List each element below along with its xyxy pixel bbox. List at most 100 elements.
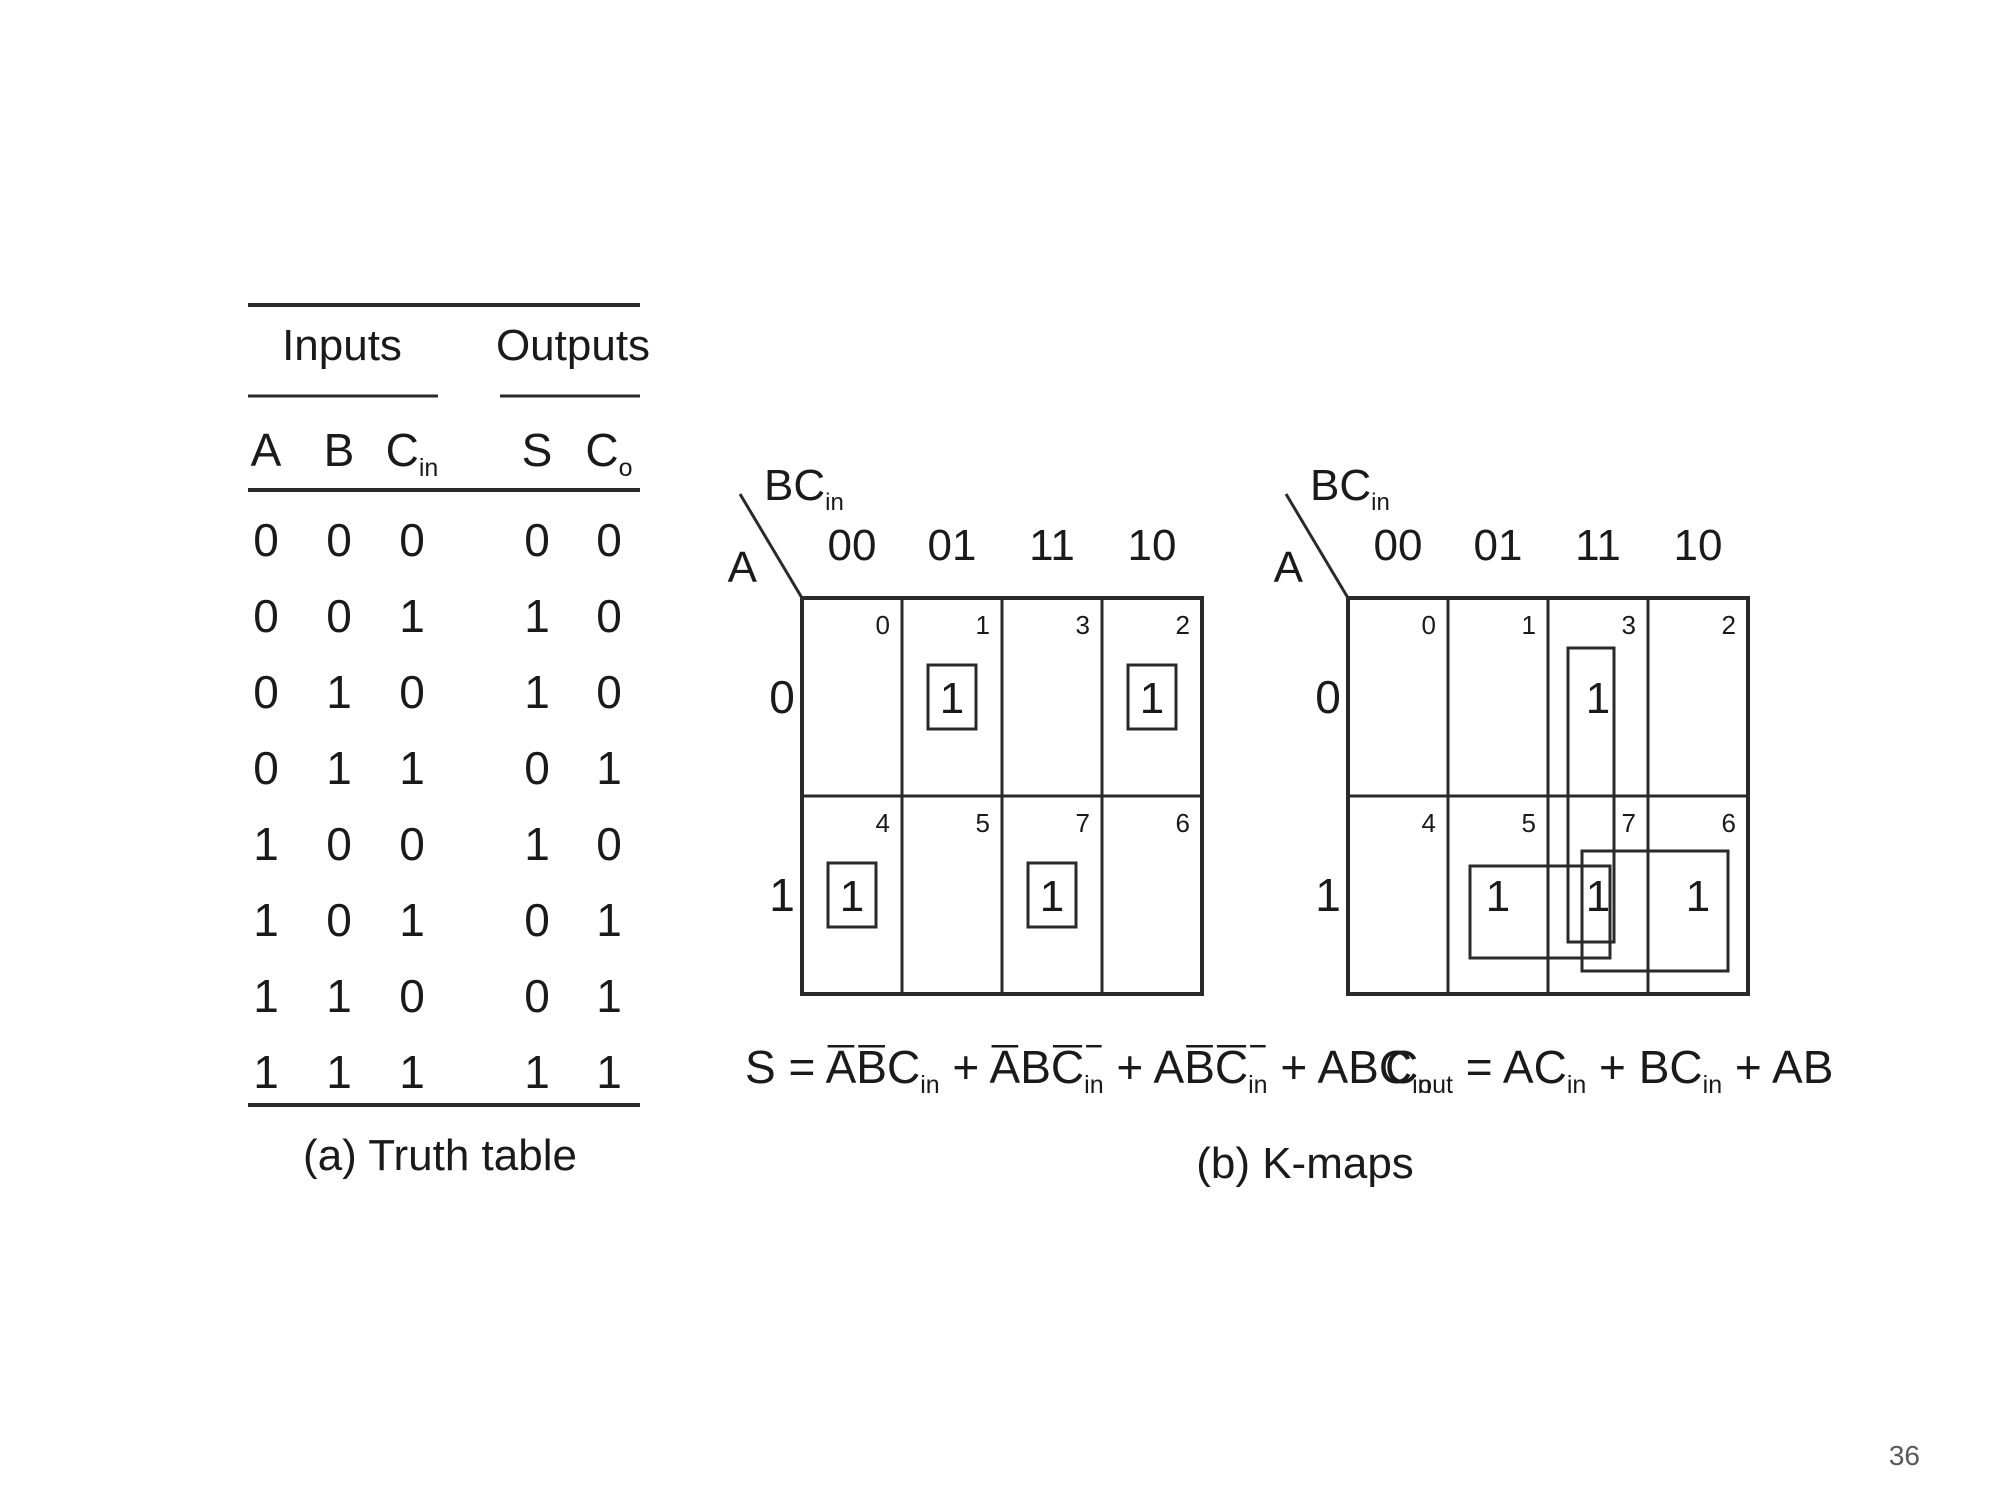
kmap-column-label: 00: [828, 521, 877, 570]
equation-text: S = ABCin​ + ABCin​ + ABCin​ + ABCin​: [745, 1041, 1432, 1099]
kmap-row-label: 0: [1315, 671, 1341, 723]
table-cell: 1: [399, 894, 425, 946]
table-cell: 1: [253, 970, 279, 1022]
kmap-column-label: 00: [1374, 521, 1423, 570]
kmap-equation: S = ABCin​ + ABCin​ + ABCin​ + ABCin​: [745, 1041, 1432, 1099]
column-header-cin: Cin: [386, 424, 439, 482]
table-cell: 0: [253, 514, 279, 566]
kmap-column-variable: BCin: [1310, 461, 1390, 516]
kmap-group-loop-bc: [1566, 646, 1616, 944]
kmap-minterm-index: 5: [976, 808, 990, 838]
group-header-outputs: Outputs: [496, 321, 650, 370]
kmap-cell-value: 1: [1140, 674, 1164, 723]
kmap-minterm-index: 1: [976, 610, 990, 640]
kmap-cell-value: 1: [1040, 872, 1064, 921]
kmap-minterm-index: 6: [1722, 808, 1736, 838]
table-cell: 1: [524, 818, 550, 870]
table-cell: 0: [399, 970, 425, 1022]
table-cell: 1: [326, 666, 352, 718]
table-cell: 0: [524, 970, 550, 1022]
table-cell: 0: [326, 894, 352, 946]
kmap-cell-value: 1: [1586, 872, 1610, 921]
table-cell: 0: [596, 590, 622, 642]
kmap-minterm-index: 5: [1522, 808, 1536, 838]
kmap-minterm-index: 7: [1076, 808, 1090, 838]
table-cell: 1: [326, 742, 352, 794]
kmap-minterm-index: 0: [876, 610, 890, 640]
table-cell: 0: [524, 894, 550, 946]
kmap-minterm-index: 4: [1422, 808, 1436, 838]
table-cell: 0: [253, 590, 279, 642]
kmap-minterm-index: 6: [1176, 808, 1190, 838]
table-cell: 0: [326, 590, 352, 642]
table-cell: 1: [326, 1046, 352, 1098]
kmap-row-label: 1: [769, 869, 795, 921]
table-cell: 1: [596, 1046, 622, 1098]
table-cell: 1: [253, 894, 279, 946]
kmap-minterm-index: 1: [1522, 610, 1536, 640]
kmap-column-variable: BCin: [764, 461, 844, 516]
kmap-group-loop-ac: [1468, 864, 1612, 960]
kmap-equation: Cout​ = ACin​ + BCin​ + AB: [1385, 1041, 1833, 1099]
kmap-column-label: 01: [928, 521, 977, 570]
table-cell: 0: [326, 818, 352, 870]
table-cell: 1: [399, 742, 425, 794]
kmap-group-loop: [826, 861, 878, 929]
kmap-row-label: 0: [769, 671, 795, 723]
column-header-a: A: [251, 424, 282, 476]
column-header-co: Co: [585, 424, 632, 482]
table-cell: 1: [399, 1046, 425, 1098]
kmap-column-label: 10: [1128, 521, 1177, 570]
group-header-inputs: Inputs: [282, 321, 402, 370]
table-cell: 0: [399, 666, 425, 718]
kmap-cell-value: 1: [940, 674, 964, 723]
kmap-group-loop: [1126, 663, 1178, 731]
table-cell: 1: [524, 1046, 550, 1098]
table-cell: 0: [596, 818, 622, 870]
kmap-cell-value: 1: [840, 872, 864, 921]
kmap-minterm-index: 4: [876, 808, 890, 838]
kmap-minterm-index: 2: [1176, 610, 1190, 640]
kmap-cell-value: 1: [1486, 872, 1510, 921]
kmap-cell-value: 1: [1586, 674, 1610, 723]
kmap-row-variable: A: [728, 543, 758, 592]
table-cell: 1: [524, 666, 550, 718]
kmap-group-loop: [1026, 861, 1078, 929]
kmap-column-label: 01: [1474, 521, 1523, 570]
table-cell: 0: [524, 742, 550, 794]
table-cell: 0: [596, 514, 622, 566]
table-cell: 1: [326, 970, 352, 1022]
table-cell: 1: [596, 742, 622, 794]
kmap-minterm-index: 2: [1722, 610, 1736, 640]
column-header-s: S: [522, 424, 553, 476]
column-header-b: B: [324, 424, 355, 476]
table-cell: 1: [253, 818, 279, 870]
kmap-corner-diagonal: [1284, 493, 1350, 599]
kmap-minterm-index: 7: [1622, 808, 1636, 838]
kmap-group-loop: [926, 663, 978, 731]
truth-table-caption: (a) Truth table: [303, 1131, 577, 1180]
table-cell: 0: [399, 514, 425, 566]
table-cell: 0: [253, 666, 279, 718]
kmap-corner-diagonal: [738, 493, 804, 599]
kmap-minterm-index: 0: [1422, 610, 1436, 640]
table-cell: 1: [399, 590, 425, 642]
kmap-column-label: 10: [1674, 521, 1723, 570]
table-cell: 0: [524, 514, 550, 566]
page-number: 36: [1888, 1440, 1920, 1471]
kmaps-caption: (b) K-maps: [1196, 1139, 1414, 1188]
table-cell: 1: [596, 894, 622, 946]
kmap-group-loop-ab: [1580, 849, 1730, 973]
kmap-cell-value: 1: [1686, 872, 1710, 921]
table-cell: 1: [524, 590, 550, 642]
table-cell: 0: [326, 514, 352, 566]
table-cell: 0: [399, 818, 425, 870]
kmap-minterm-index: 3: [1622, 610, 1636, 640]
table-cell: 0: [596, 666, 622, 718]
table-cell: 1: [253, 1046, 279, 1098]
table-cell: 0: [253, 742, 279, 794]
